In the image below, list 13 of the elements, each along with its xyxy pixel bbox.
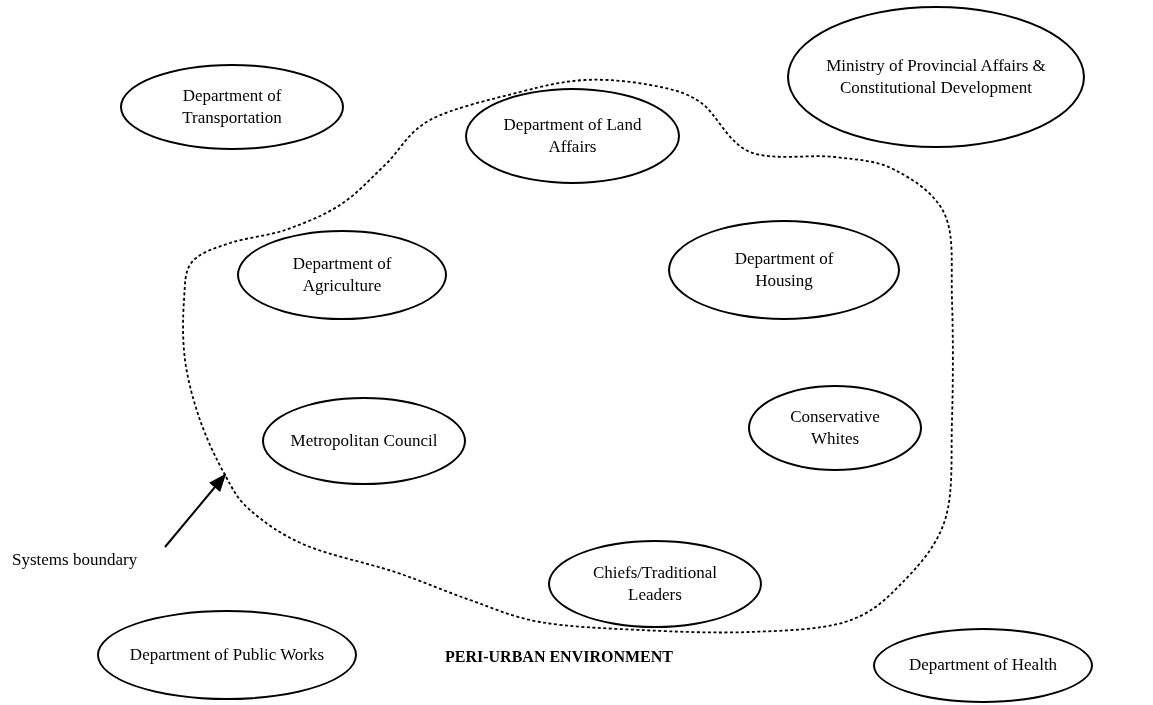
organisation-ellipse: Ministry of Provincial Affairs & Constitutional Development bbox=[787, 6, 1085, 148]
organisation-ellipse: Chiefs/Traditional Leaders bbox=[548, 540, 762, 628]
organisation-ellipse: Department of Land Affairs bbox=[465, 88, 680, 184]
organisation-ellipse: Department of Public Works bbox=[97, 610, 357, 700]
organisation-ellipse: Department of Transportation bbox=[120, 64, 344, 150]
organisation-ellipse: Conservative Whites bbox=[748, 385, 922, 471]
arrow bbox=[164, 473, 227, 548]
organisation-ellipse: Metropolitan Council bbox=[262, 397, 466, 485]
organisation-ellipse: Department of Housing bbox=[668, 220, 900, 320]
organisation-ellipse: Department of Health bbox=[873, 628, 1093, 703]
organisation-ellipse: Department of Agriculture bbox=[237, 230, 447, 320]
environment-label: PERI-URBAN ENVIRONMENT bbox=[445, 647, 673, 667]
boundary-label: Systems boundary bbox=[12, 545, 138, 575]
